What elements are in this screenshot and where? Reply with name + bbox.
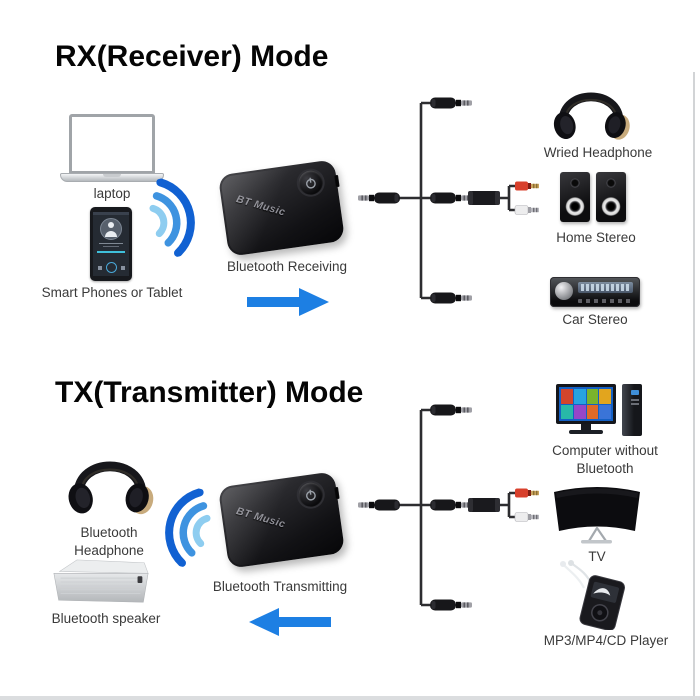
bluetooth-speaker-label: Bluetooth speaker [51, 611, 161, 626]
laptop-label: laptop [93, 186, 131, 201]
rca-plug-red [515, 181, 539, 191]
device-brand-text: BT Music [234, 193, 287, 219]
coupler-adapter [468, 191, 500, 205]
bluetooth-headphone-icon [68, 461, 154, 515]
rx-section-title: RX(Receiver) Mode [55, 40, 329, 73]
aux-splitter-cable-icon [358, 97, 539, 304]
mp3-player-label: MP3/MP4/CD Player [543, 633, 669, 648]
car-stereo-label: Car Stereo [562, 312, 628, 327]
stereo-speakers-icon [560, 172, 626, 222]
bluetooth-speaker-icon [53, 559, 149, 603]
mp3-player-icon [560, 560, 625, 630]
computer-label: Computer without Bluetooth [552, 443, 658, 476]
pc-tower [622, 384, 642, 436]
wired-headphone-label: Wried Headphone [543, 145, 653, 160]
avatar [100, 218, 122, 240]
rca-plug-white [514, 205, 539, 215]
play-button-icon [105, 262, 117, 273]
rx-device-label: Bluetooth Receiving [226, 259, 348, 274]
car-stereo-icon [550, 277, 640, 307]
progress-bar [97, 251, 125, 253]
arrow-left-icon [249, 608, 331, 636]
laptop-icon [60, 114, 164, 184]
device-brand-text: BT Music [234, 505, 287, 531]
bt-adapter-icon: BT Music [217, 471, 346, 569]
rca-plug-red [515, 488, 539, 498]
wireless-signal-icon [165, 488, 211, 568]
usb-port [333, 174, 340, 188]
smartphone-screen [93, 212, 129, 276]
tv-label: TV [588, 549, 606, 564]
power-button-icon [297, 481, 325, 509]
tv-icon [554, 487, 640, 544]
volume-knob [555, 282, 573, 300]
stereo-display [578, 282, 633, 293]
photo-edge-line [693, 72, 695, 696]
desktop-computer-icon [556, 384, 644, 442]
tx-device-label: Bluetooth Transmitting [212, 579, 348, 594]
power-glyph [305, 177, 316, 189]
player-controls [93, 262, 129, 273]
bt-adapter-icon: BT Music [217, 159, 346, 257]
headphone-icon [553, 92, 630, 140]
power-glyph [305, 489, 316, 501]
speaker-right [596, 172, 626, 222]
home-stereo-label: Home Stereo [556, 230, 636, 245]
aux-splitter-cable-icon [358, 404, 539, 611]
tx-section-title: TX(Transmitter) Mode [55, 376, 364, 409]
stereo-buttons [578, 299, 633, 303]
power-button-icon [297, 169, 325, 197]
photo-bottom-edge [0, 696, 700, 700]
laptop-screen [69, 114, 155, 174]
arrow-right-icon [247, 288, 329, 316]
smartphone-icon [90, 207, 132, 281]
bluetooth-headphone-label: Bluetooth Headphone [74, 525, 144, 558]
usb-port [333, 486, 340, 500]
windows-tiles [559, 387, 613, 421]
smartphone-label: Smart Phones or Tablet [41, 285, 183, 300]
speaker-left [560, 172, 590, 222]
monitor [556, 384, 616, 424]
wireless-signal-icon [149, 178, 195, 258]
rca-plug-white [514, 512, 539, 522]
